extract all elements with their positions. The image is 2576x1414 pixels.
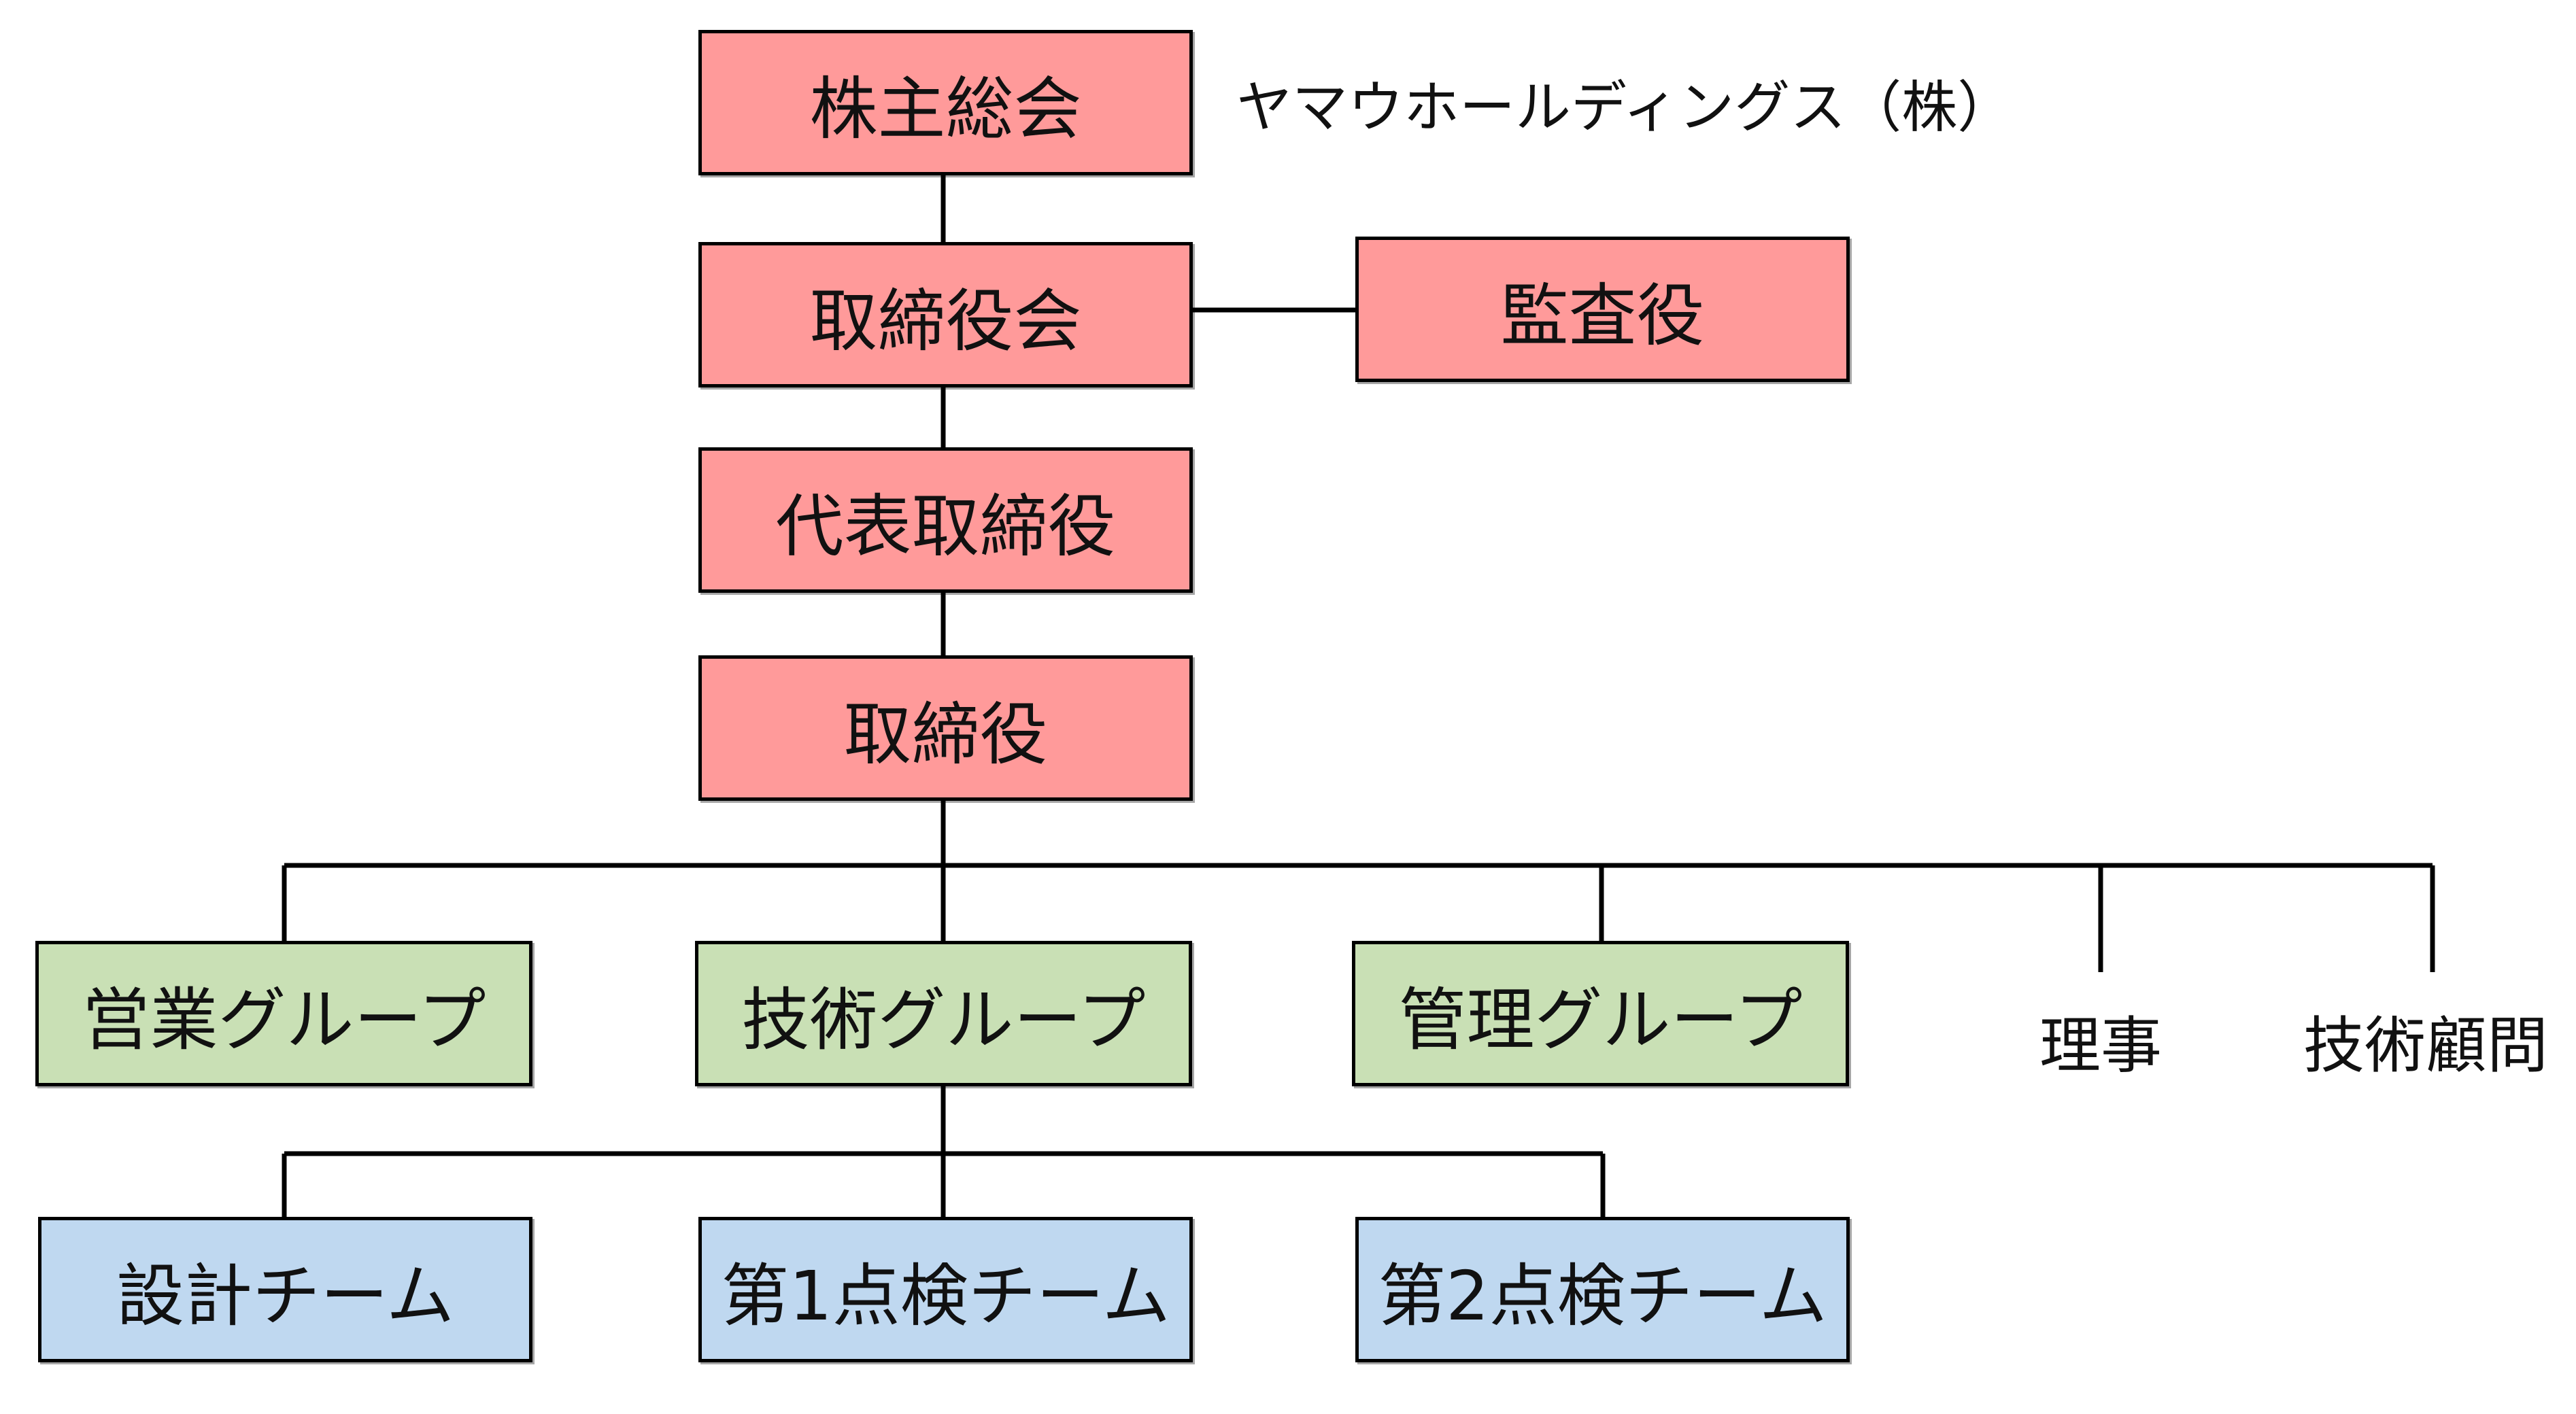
node-technical-advisor: 技術顧問 — [2303, 1010, 2548, 1082]
company-name: ヤマウホールディングス（株） — [1236, 75, 2014, 140]
node-management-group: 管理グループ — [1352, 941, 1849, 1086]
node-label: 第1点検チーム — [721, 1256, 1170, 1336]
node-label: 取締役 — [843, 694, 1048, 774]
node-label: 技術グループ — [741, 980, 1146, 1060]
node-trustee: 理事 — [2039, 1010, 2162, 1082]
node-label: 設計チーム — [116, 1256, 454, 1336]
node-shareholders-meeting: 株主総会 — [698, 30, 1193, 175]
node-design-team: 設計チーム — [38, 1217, 532, 1362]
node-label: 株主総会 — [809, 69, 1082, 149]
node-technical-group: 技術グループ — [695, 941, 1192, 1086]
node-label: 取締役会 — [809, 281, 1082, 361]
node-sales-group: 営業グループ — [35, 941, 532, 1086]
node-label: 管理グループ — [1398, 980, 1803, 1060]
node-inspection-team-2: 第2点検チーム — [1355, 1217, 1850, 1362]
node-directors: 取締役 — [698, 655, 1193, 801]
node-label: 代表取締役 — [775, 486, 1116, 566]
node-label: 第2点検チーム — [1378, 1256, 1827, 1336]
node-label: 監査役 — [1500, 275, 1705, 356]
node-representative-director: 代表取締役 — [698, 447, 1193, 593]
node-auditor: 監査役 — [1355, 237, 1850, 382]
node-label: 営業グループ — [82, 980, 486, 1060]
node-inspection-team-1: 第1点検チーム — [698, 1217, 1193, 1362]
node-board-of-directors: 取締役会 — [698, 242, 1193, 387]
